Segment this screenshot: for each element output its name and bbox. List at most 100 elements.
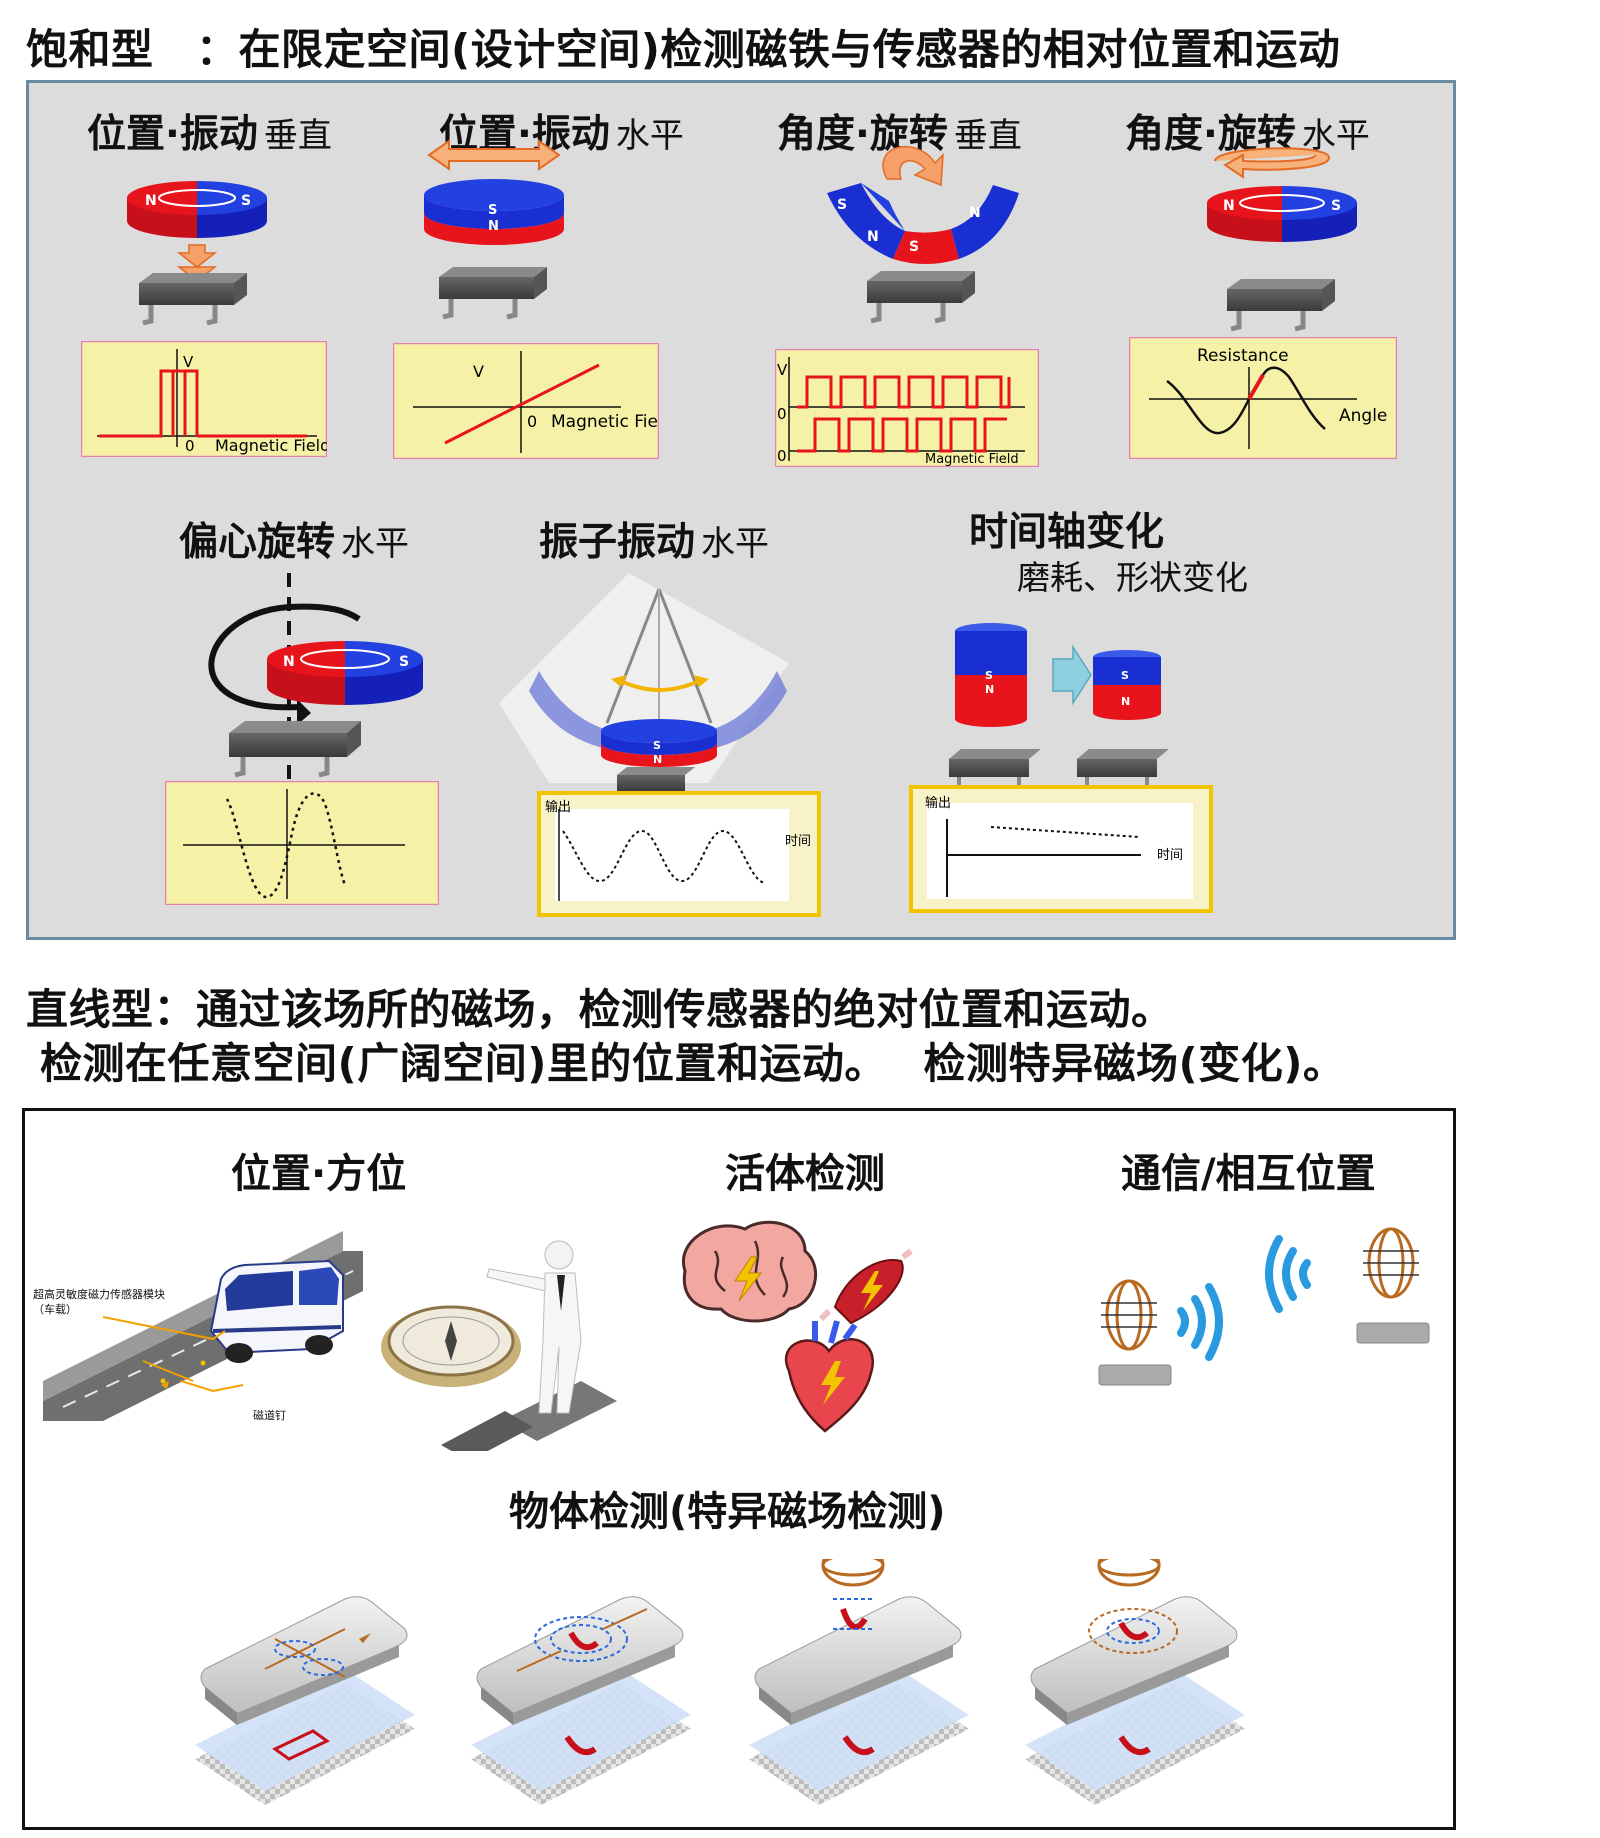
svg-text:S: S (488, 203, 497, 218)
svg-text:输出: 输出 (925, 795, 951, 811)
magnet-s-label: S (241, 193, 251, 209)
linear-header-line2: 检测在任意空间(广阔空间)里的位置和运动。 检测特异磁场(变化)。 (40, 1039, 1346, 1088)
saturation-illustrations: N S S N (127, 139, 1357, 903)
wireless-signal-icon (1265, 1235, 1311, 1313)
coil-icon (1101, 1279, 1157, 1351)
section-title-bio: 活体检测 (725, 1151, 885, 1197)
callout-line (102, 1316, 226, 1341)
svg-text:Magnetic Field: Magnetic Field (215, 436, 327, 455)
svg-text:S: S (1121, 669, 1129, 682)
svg-text:0: 0 (527, 412, 537, 431)
magnetic-nail-label: 磁道钉 (253, 1409, 286, 1422)
cell-title-position-vertical: 位置·振动垂直 (87, 112, 332, 157)
svg-text:S: S (837, 197, 847, 213)
saturation-header: 饱和型 ：在限定空间(设计空间)检测磁铁与传感器的相对位置和运动 (26, 25, 1341, 74)
magnet-disc-vertical: N S (127, 181, 267, 238)
person-pointing-icon (486, 1240, 582, 1414)
svg-text:V: V (777, 361, 788, 379)
cell-title-eccentric: 偏心旋转水平 (179, 520, 410, 565)
arrow-rotate-icon (882, 146, 944, 187)
svg-text:N: N (969, 205, 981, 221)
svg-text:N: N (283, 654, 295, 670)
svg-text:S: S (985, 669, 993, 682)
svg-text:Magnetic Field: Magnetic Field (925, 452, 1019, 467)
svg-text:0: 0 (777, 447, 787, 465)
svg-text:S: S (653, 739, 661, 752)
phone-scene-3 (749, 1559, 969, 1805)
magnet-n-label: N (145, 193, 157, 209)
sensor-chip (1227, 279, 1335, 332)
arrow-updown-icon (176, 244, 218, 282)
arrow-spin-icon (1214, 147, 1330, 179)
svg-text:输出: 输出 (545, 799, 571, 815)
svg-text:S: S (399, 654, 409, 670)
graph-eccentric (165, 781, 439, 905)
wireless-signal-icon (1177, 1283, 1223, 1361)
phone-scene-1 (195, 1596, 415, 1805)
cell-subtitle-wear: 磨耗、形状变化 (1017, 558, 1248, 597)
svg-text:N: N (985, 683, 994, 696)
muscle-icon (818, 1248, 913, 1325)
object-detection-scene (195, 1559, 1245, 1805)
phone-scene-2 (471, 1596, 691, 1805)
compass-icon (381, 1305, 521, 1387)
graph-linear: V 0 Magnetic Field (393, 343, 659, 459)
arrow-right-icon (1052, 644, 1092, 706)
section-title-object: 物体检测(特异磁场检测) (509, 1489, 946, 1535)
brain-icon (681, 1220, 817, 1323)
magnet-pendulum: S N (601, 719, 717, 767)
graph-pulse: V 0 Magnetic Field (81, 341, 327, 457)
svg-text:V: V (473, 362, 484, 381)
svg-text:时间: 时间 (1157, 848, 1183, 863)
rotation-orbit-icon (208, 603, 361, 711)
graph-oscillation: 输出 时间 (537, 791, 821, 917)
graph-timeaxis: 输出 时间 (909, 785, 1213, 913)
sensor-chip (229, 721, 361, 778)
cell-title-timeaxis: 时间轴变化 (969, 510, 1165, 555)
section-title-position: 位置·方位 (231, 1151, 407, 1197)
arrow-leftright-icon (427, 139, 561, 171)
linear-header-line1: 直线型：通过该场所的磁场，检测传感器的绝对位置和运动。 (26, 985, 1174, 1034)
svg-text:0: 0 (185, 437, 195, 455)
svg-text:Magnetic Field: Magnetic Field (551, 412, 659, 432)
svg-text:N: N (1223, 198, 1235, 214)
graph-resistance: Resistance Angle (1129, 337, 1397, 459)
magnet-disc-rotate: N S (1207, 186, 1357, 242)
magnet-arc: S N S N (827, 183, 1019, 264)
magnet-disc-horizontal: S N (424, 179, 564, 245)
sensor-chip (439, 267, 547, 320)
sensor-chip (867, 271, 975, 324)
vehicle-icon (209, 1259, 344, 1363)
direction-arrow-icon (441, 1411, 533, 1451)
swing-arrow-icon (616, 677, 704, 692)
car-module-label: 超高灵敏度磁力传感器模块（车载） (33, 1288, 165, 1316)
svg-text:时间: 时间 (785, 834, 811, 849)
svg-text:N: N (1121, 695, 1130, 708)
svg-text:N: N (867, 229, 879, 245)
car-road-scene (43, 1231, 363, 1421)
svg-text:Resistance: Resistance (1197, 346, 1289, 366)
magnet-cylinder-small: S N (1093, 650, 1161, 720)
sensor-chip (139, 273, 247, 326)
svg-text:N: N (653, 753, 662, 766)
phone-scene-4 (1025, 1559, 1245, 1805)
coil-icon (1363, 1227, 1419, 1299)
bio-scene (681, 1220, 913, 1433)
linear-panel: 位置·方位 活体检测 通信/相互位置 物体检测(特异磁场检测) 超高灵敏度磁力传… (22, 1108, 1456, 1830)
heart-icon (785, 1320, 874, 1433)
svg-text:S: S (1331, 198, 1341, 214)
compass-person-scene (381, 1240, 617, 1451)
svg-text:0: 0 (777, 405, 787, 423)
cell-title-oscillator: 振子振动水平 (539, 520, 770, 565)
device-block (1098, 1364, 1172, 1386)
section-title-comm: 通信/相互位置 (1121, 1151, 1376, 1197)
device-block (1356, 1322, 1430, 1344)
sensor-chip (1077, 749, 1169, 789)
svg-text:S: S (909, 239, 919, 255)
svg-text:V: V (183, 353, 194, 371)
svg-text:Angle: Angle (1339, 406, 1387, 426)
comm-scene (1098, 1227, 1430, 1386)
graph-square: V 0 0 Magnetic Field (775, 349, 1039, 467)
magnet-cylinder-large: S N (955, 623, 1027, 727)
sensor-chip (949, 749, 1041, 789)
